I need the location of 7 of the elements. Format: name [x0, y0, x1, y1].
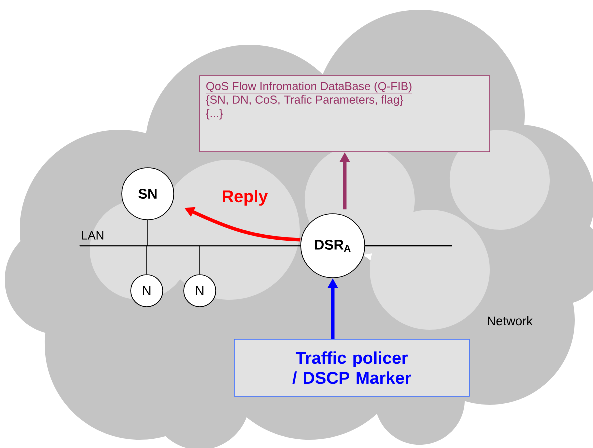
edge-label: Reply: [223, 190, 268, 206]
bus-label: LAN: [82, 232, 104, 240]
process-box: Traffic policer / DSCP Marker: [234, 339, 470, 397]
database-box: QoS Flow Infromation DataBase (Q-FIB) {SN, DN, CoS, Trafic Parameters, flag} {...}: [200, 76, 490, 152]
connector-line: [146, 246, 148, 275]
lan-bus-line: [80, 245, 302, 247]
cloud-label: Network: [488, 316, 533, 326]
